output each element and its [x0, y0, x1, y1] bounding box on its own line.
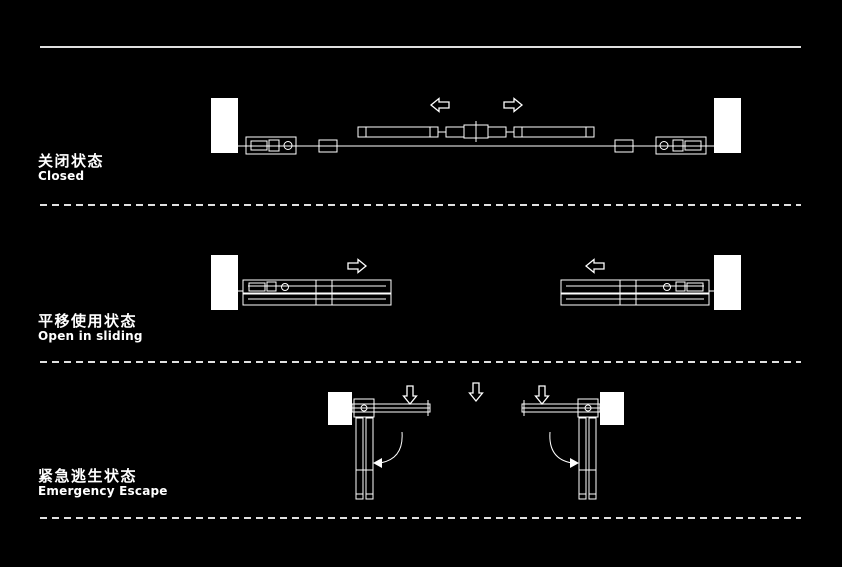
wall-post — [328, 392, 352, 425]
arrow-right-icon — [347, 258, 367, 274]
arrow-down-icon — [468, 382, 484, 402]
escape-left-assembly — [328, 392, 430, 499]
arrow-right-icon — [503, 97, 523, 113]
escape-right-assembly — [521, 391, 625, 500]
arrow-down-icon — [534, 385, 550, 405]
sliding-right-assembly — [560, 254, 742, 311]
section-title-zh: 关闭状态 — [38, 152, 105, 170]
center-lock — [464, 125, 476, 138]
section-title-en: Open in sliding — [38, 329, 143, 343]
section-title-en: Emergency Escape — [38, 484, 168, 498]
wall-post — [211, 98, 238, 153]
arrow-left-icon — [585, 258, 605, 274]
roller — [284, 142, 292, 150]
section-title-zh: 紧急逃生状态 — [38, 467, 138, 485]
stacked-panel-top — [243, 280, 391, 293]
door-panel — [358, 127, 438, 137]
track-joint — [319, 140, 337, 152]
pivot-hinge — [354, 399, 374, 417]
swing-arrowhead — [373, 458, 382, 468]
swung-panel — [356, 418, 363, 494]
arrow-left-icon — [430, 97, 450, 113]
wall-post — [211, 255, 238, 310]
closed-left-assembly — [211, 98, 476, 154]
meeting-stile — [446, 127, 464, 137]
section-label-sliding: 平移使用状态 Open in sliding — [38, 313, 143, 343]
swung-panel — [366, 418, 373, 494]
sliding-left-assembly — [211, 255, 391, 310]
drive-unit — [246, 137, 296, 154]
section-title-en: Closed — [38, 169, 85, 183]
swing-arrow-icon — [380, 432, 402, 463]
roller — [282, 284, 289, 291]
section-title-zh: 平移使用状态 — [38, 312, 138, 330]
section-label-escape: 紧急逃生状态 Emergency Escape — [38, 468, 168, 498]
section-label-closed: 关闭状态 Closed — [38, 153, 104, 183]
arrow-down-icon — [402, 385, 418, 405]
closed-right-assembly — [475, 97, 742, 155]
stacked-panel-bottom — [243, 294, 391, 305]
